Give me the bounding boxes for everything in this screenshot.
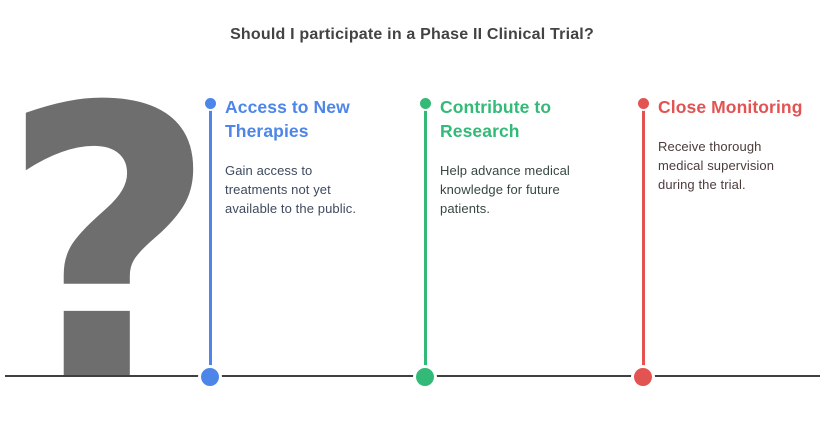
milestone-heading: Access to New Therapies <box>225 97 350 141</box>
milestone-description: Gain access to treatments not yet availa… <box>225 163 357 216</box>
milestone-heading: Contribute to Research <box>440 97 552 141</box>
question-mark-icon: ? <box>0 26 221 423</box>
milestone-dot-top <box>202 96 218 111</box>
milestone-dot-bottom <box>631 365 655 389</box>
milestone-text: Close Monitoring Receive thorough medica… <box>658 95 803 194</box>
milestone-dot-top <box>635 96 651 111</box>
milestone-description: Help advance medical knowledge for futur… <box>440 163 570 216</box>
question-mark-glyph: ? <box>0 29 218 423</box>
milestone-dot-top <box>417 96 433 111</box>
timeline-axis <box>5 375 820 377</box>
milestone-dot-bottom <box>413 365 437 389</box>
milestone-text: Access to New Therapies Gain access to t… <box>225 95 375 218</box>
milestone-dot-bottom <box>198 365 222 389</box>
milestone-description: Receive thorough medical supervision dur… <box>658 139 775 192</box>
milestone-text: Contribute to Research Help advance medi… <box>440 95 608 218</box>
milestone-line <box>641 104 645 377</box>
milestone-line <box>208 104 212 377</box>
milestone-heading: Close Monitoring <box>658 97 803 117</box>
milestone-line <box>423 104 427 377</box>
page-title: Should I participate in a Phase II Clini… <box>230 26 594 43</box>
